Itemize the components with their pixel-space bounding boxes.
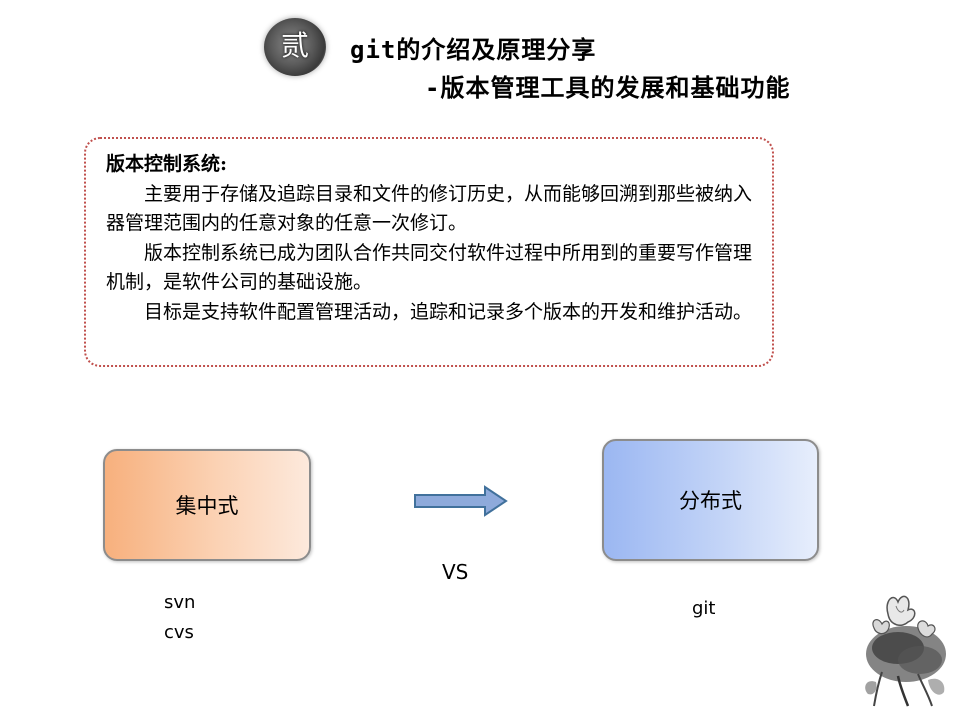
- centralized-box: 集中式: [103, 449, 311, 561]
- lotus-ink-painting: [865, 595, 946, 707]
- distributed-box: 分布式: [602, 439, 819, 561]
- info-paragraph-1: 主要用于存储及追踪目录和文件的修订历史，从而能够回溯到那些被纳入器管理范围内的任…: [106, 182, 753, 235]
- tool-git: git: [692, 598, 716, 619]
- tool-cvs: cvs: [164, 622, 194, 643]
- tool-svn: svn: [164, 592, 196, 613]
- vs-label: VS: [442, 560, 469, 584]
- info-box-frame: [84, 137, 774, 367]
- info-heading: 版本控制系统:: [106, 153, 228, 175]
- distributed-label: 分布式: [679, 489, 742, 513]
- section-badge-char: 贰: [280, 29, 309, 62]
- distributed-tools: git: [692, 598, 715, 619]
- centralized-label: 集中式: [175, 494, 239, 518]
- section-badge: 贰: [264, 18, 326, 76]
- centralized-tools: svn cvs: [164, 588, 195, 648]
- info-paragraph-3: 目标是支持软件配置管理活动，追踪和记录多个版本的开发和维护活动。: [144, 300, 753, 323]
- info-paragraph-2: 版本控制系统已成为团队合作共同交付软件过程中所用到的重要写作管理机制，是软件公司…: [106, 241, 753, 294]
- slide-title: git的介绍及原理分享: [350, 36, 597, 64]
- right-arrow-icon: [414, 485, 508, 517]
- info-text-block: 版本控制系统: 主要用于存储及追踪目录和文件的修订历史，从而能够回溯到那些被纳入…: [106, 150, 756, 327]
- slide-subtitle: -版本管理工具的发展和基础功能: [425, 74, 791, 102]
